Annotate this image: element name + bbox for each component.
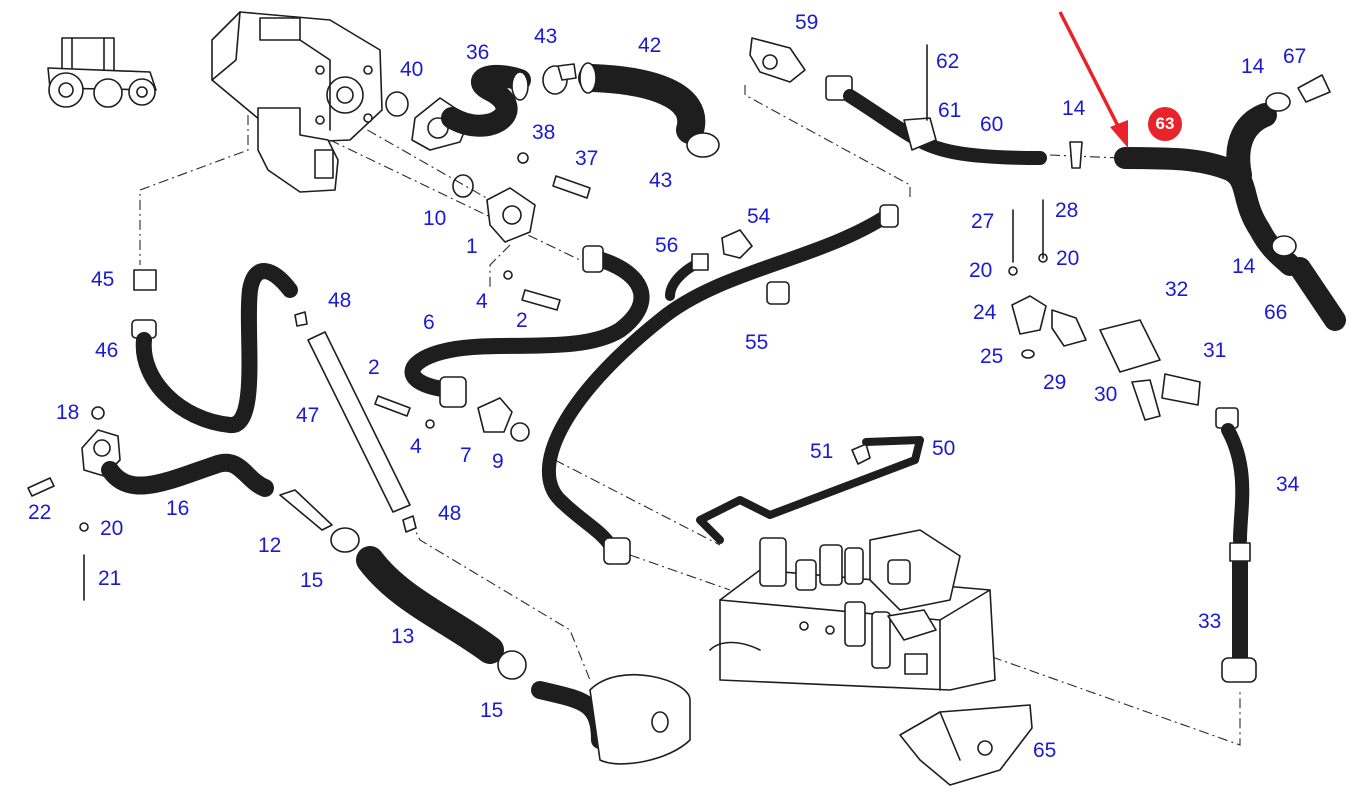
control-valve-block <box>709 529 996 691</box>
part-label: 50 <box>932 437 956 460</box>
part-label: 15 <box>300 569 324 592</box>
part-label: 18 <box>56 401 80 424</box>
suction-pipework <box>385 62 720 311</box>
part-label: 28 <box>1055 199 1079 222</box>
part-label: 29 <box>1043 371 1067 394</box>
part-label: 7 <box>460 444 472 467</box>
part-label: 48 <box>328 289 352 312</box>
part-label: 67 <box>1283 45 1307 68</box>
tractor-icon <box>47 37 157 108</box>
part-label: 40 <box>400 58 424 81</box>
pipe-50 <box>696 436 924 544</box>
part-label: 6 <box>423 311 435 334</box>
pipe-55 <box>541 204 899 565</box>
part-label: 37 <box>575 147 599 170</box>
part-label: 25 <box>980 345 1004 368</box>
part-label: 36 <box>466 41 490 64</box>
part-label: 51 <box>810 440 834 463</box>
pump-assembly <box>211 11 383 193</box>
pipe-63 <box>1114 74 1346 331</box>
tube-47 <box>294 311 417 533</box>
part-label: 45 <box>91 268 115 291</box>
part-label: 56 <box>655 234 679 257</box>
part-label: 43 <box>534 25 558 48</box>
part-label: 14 <box>1241 55 1265 78</box>
part-label: 30 <box>1094 383 1118 406</box>
part-label: 34 <box>1276 473 1300 496</box>
part-label: 10 <box>423 207 447 230</box>
part-label: 43 <box>649 169 673 192</box>
part-label: 54 <box>747 205 771 228</box>
part-label: 62 <box>936 50 960 73</box>
part-label: 22 <box>28 501 52 524</box>
part-label: 32 <box>1165 278 1189 301</box>
part-label: 15 <box>480 699 504 722</box>
part-label: 59 <box>795 11 819 34</box>
part-label: 31 <box>1203 339 1227 362</box>
red-arrow <box>1058 11 1128 148</box>
part-label: 9 <box>492 450 504 473</box>
part-label: 14 <box>1232 255 1256 278</box>
part-label: 2 <box>368 356 380 379</box>
pipe-60 <box>749 37 1083 169</box>
bracket-65 <box>899 704 1033 786</box>
part-label: 4 <box>476 290 488 313</box>
part-label: 60 <box>980 113 1004 136</box>
part-label: 12 <box>258 534 282 557</box>
part-label: 14 <box>1062 97 1086 120</box>
part-label: 4 <box>410 435 422 458</box>
part-label: 2 <box>516 309 528 332</box>
part-label: 1 <box>466 235 478 258</box>
part-label: 42 <box>638 34 662 57</box>
part-label: 21 <box>98 567 122 590</box>
part-label: 65 <box>1033 739 1057 762</box>
part-label: 66 <box>1264 301 1288 324</box>
banjo-fitting <box>27 406 333 601</box>
hose-46 <box>131 263 298 433</box>
part-label: 61 <box>938 99 962 122</box>
part-label: 24 <box>973 301 997 324</box>
part-label: 55 <box>745 331 769 354</box>
valve-fittings <box>1008 199 1257 683</box>
part-label: 16 <box>166 497 190 520</box>
part-label: 38 <box>532 121 556 144</box>
hose-13 <box>330 527 691 765</box>
pressure-pipe-6 <box>374 245 650 442</box>
part-label: 47 <box>296 404 320 427</box>
part-label: 27 <box>971 210 995 233</box>
part-label: 20 <box>100 517 124 540</box>
highlighted-part-badge: 63 <box>1148 107 1182 141</box>
part-label: 48 <box>438 502 462 525</box>
part-label: 46 <box>95 339 119 362</box>
part-label: 13 <box>391 625 415 648</box>
part-label: 20 <box>969 259 993 282</box>
part-label: 20 <box>1056 247 1080 270</box>
part-label: 33 <box>1198 610 1222 633</box>
